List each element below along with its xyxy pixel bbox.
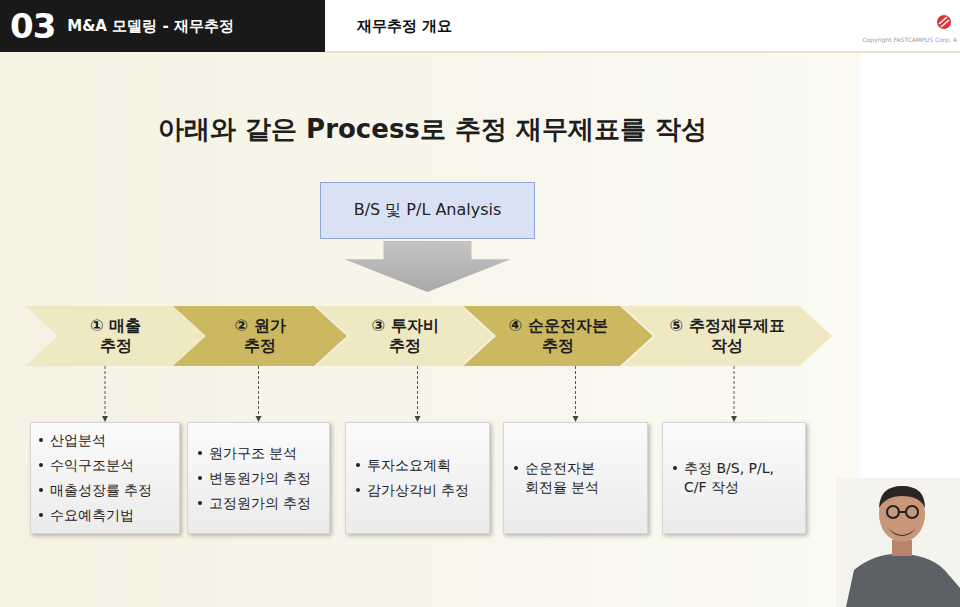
bullet-item: 수요예측기법: [39, 506, 179, 525]
bullet-item: 투자소요계획: [356, 456, 489, 475]
chevron-label-area: ④ 순운전자본 추정: [463, 306, 653, 366]
bullet-dot: [39, 513, 43, 517]
section-title: 재무추정 개요: [357, 17, 452, 36]
task-text: 변동원가의 추정: [209, 469, 311, 488]
arrow-head: [102, 416, 108, 422]
task-text: 감가상각비 추정: [367, 481, 469, 500]
section-name: M&A 모델링 - 재무추정: [67, 17, 234, 36]
block-arrow: [345, 241, 511, 292]
chevron-label-area: ⑤ 추정재무제표 작성: [622, 306, 832, 366]
connector: [102, 366, 108, 422]
task-text: 고정원가의 추정: [209, 494, 311, 513]
step-label: ④ 순운전자본 추정: [503, 316, 613, 356]
bullet-dot: [198, 476, 202, 480]
connector: [731, 366, 737, 422]
step-label: ② 원가 추정: [223, 316, 298, 356]
connector: [256, 366, 262, 422]
process-chevron: ④ 순운전자본 추정: [463, 306, 653, 366]
bullet-dot: [356, 463, 360, 467]
chevron-label-area: ③ 투자비 추정: [316, 306, 494, 366]
chevron-fill: [622, 306, 832, 366]
task-text: 수요예측기법: [50, 506, 134, 525]
process-chevron: ① 매출 추정: [25, 306, 206, 366]
dashed-connector: [734, 366, 735, 416]
step-label: ⑤ 추정재무제표 작성: [657, 316, 797, 356]
bullet-dot: [39, 438, 43, 442]
task-text: 매출성장률 추정: [50, 481, 152, 500]
bullet-dot: [198, 501, 202, 505]
logo-circle: [937, 15, 951, 29]
arrow-head: [256, 416, 262, 422]
dashed-connector: [105, 366, 106, 416]
bullet-item: 감가상각비 추정: [356, 481, 489, 500]
bullet-dot: [673, 466, 677, 470]
bullet-dot: [356, 488, 360, 492]
presenter-head: [879, 486, 925, 542]
glasses-right: [906, 506, 918, 518]
task-box: 추정 B/S, P/L, C/F 작성: [662, 422, 806, 534]
presenter-neck: [892, 540, 912, 556]
bullet-item: 순운전자본 회전율 분석: [514, 459, 647, 497]
dashed-connector: [258, 366, 259, 416]
presenter-photo: [836, 478, 960, 607]
logo-stripe: [939, 17, 949, 27]
chevron-fill: [463, 306, 653, 366]
analysis-box: B/S 및 P/L Analysis: [320, 182, 535, 239]
header-bar: 03 M&A 모델링 - 재무추정: [0, 0, 325, 52]
task-box: 원가구조 분석변동원가의 추정고정원가의 추정: [187, 422, 330, 534]
process-chevron: ③ 투자비 추정: [316, 306, 494, 366]
bullet-item: 매출성장률 추정: [39, 481, 179, 500]
bullet-dot: [198, 451, 202, 455]
photo-background: [836, 478, 960, 607]
task-text: 순운전자본 회전율 분석: [525, 459, 625, 497]
connector: [573, 366, 579, 422]
presenter-beard: [888, 528, 916, 536]
chevron-fill: [316, 306, 494, 366]
bullet-item: 산업분석: [39, 431, 179, 450]
task-text: 추정 B/S, P/L, C/F 작성: [684, 459, 794, 497]
chevron-label-area: ② 원가 추정: [173, 306, 347, 366]
glasses-left: [887, 506, 899, 518]
arrow-head: [415, 416, 421, 422]
chevron-fill: [173, 306, 347, 366]
task-text: 투자소요계획: [367, 456, 451, 475]
presenter-hair: [879, 486, 925, 508]
chevron-label-area: ① 매출 추정: [25, 306, 206, 366]
task-text: 원가구조 분석: [209, 444, 297, 463]
bullet-item: 수익구조분석: [39, 456, 179, 475]
glasses-bridge: [899, 511, 906, 513]
connector: [415, 366, 421, 422]
task-text: 수익구조분석: [50, 456, 134, 475]
process-chevron: ⑤ 추정재무제표 작성: [622, 306, 832, 366]
dashed-connector: [417, 366, 418, 416]
bullet-item: 고정원가의 추정: [198, 494, 329, 513]
bullet-item: 추정 B/S, P/L, C/F 작성: [673, 459, 805, 497]
bullet-item: 변동원가의 추정: [198, 469, 329, 488]
box-text: B/S 및 P/L Analysis: [354, 200, 502, 221]
arrow-head: [731, 416, 737, 422]
process-chevron: ② 원가 추정: [173, 306, 347, 366]
bullet-item: 원가구조 분석: [198, 444, 329, 463]
arrow-head: [573, 416, 579, 422]
dashed-connector: [575, 366, 576, 416]
connector: [345, 241, 511, 292]
chevron-fill: [25, 306, 206, 366]
header-rule: [325, 51, 960, 53]
presenter-body: [846, 554, 960, 607]
section-number: 03: [10, 6, 55, 46]
bullet-dot: [39, 463, 43, 467]
bullet-dot: [39, 488, 43, 492]
task-text: 산업분석: [50, 431, 106, 450]
bullet-dot: [514, 466, 518, 470]
task-box: 산업분석수익구조분석매출성장률 추정수요예측기법: [30, 422, 180, 534]
task-box: 순운전자본 회전율 분석: [503, 422, 648, 534]
task-box: 투자소요계획감가상각비 추정: [345, 422, 490, 534]
slide-title: 아래와 같은 Process로 추정 재무제표를 작성: [158, 112, 707, 147]
logo-icon: [936, 14, 952, 30]
copyright-note: Copyright FASTCAMPUS Corp. A: [862, 36, 957, 43]
step-label: ③ 투자비 추정: [363, 316, 448, 356]
step-label: ① 매출 추정: [78, 316, 153, 356]
